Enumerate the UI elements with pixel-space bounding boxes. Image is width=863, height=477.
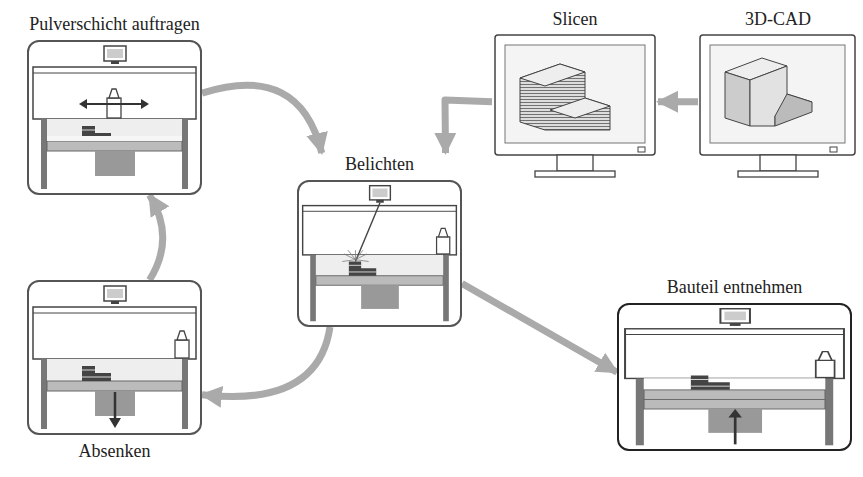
- step-label: Belichten: [345, 153, 414, 175]
- process-step: Belichten: [297, 153, 462, 327]
- process-step: Pulverschicht auftragen: [27, 13, 202, 195]
- flow-arrow: [202, 85, 322, 153]
- step-label-row: 3D-CAD: [698, 8, 858, 35]
- monitor-step: 3D-CAD: [698, 8, 858, 185]
- step-label: Slicen: [553, 8, 598, 30]
- process-step: Absenken: [27, 280, 202, 462]
- step-label-row: Belichten: [297, 153, 462, 180]
- step-frame: [297, 180, 462, 327]
- flow-arrow: [658, 98, 698, 105]
- step-frame: [27, 40, 202, 195]
- step-label: Bauteil entnehmen: [667, 276, 802, 298]
- step-label-row: Bauteil entnehmen: [617, 276, 852, 303]
- step-label: Pulverschicht auftragen: [29, 13, 199, 35]
- step-frame: [492, 35, 658, 185]
- process-step: Bauteil entnehmen: [617, 276, 852, 451]
- step-label-row: Pulverschicht auftragen: [27, 13, 202, 40]
- step-frame: [27, 280, 202, 435]
- step-label-row: Slicen: [492, 8, 658, 35]
- flow-arrow: [462, 284, 617, 373]
- flow-arrow: [445, 100, 492, 153]
- flow-arrow: [150, 195, 163, 280]
- step-frame: [617, 303, 852, 451]
- step-label: Absenken: [79, 440, 151, 462]
- monitor-step: Slicen: [492, 8, 658, 185]
- step-label: 3D-CAD: [745, 8, 811, 30]
- flow-arrow: [202, 327, 330, 397]
- step-frame: [698, 35, 858, 185]
- step-label-row: Absenken: [27, 435, 202, 462]
